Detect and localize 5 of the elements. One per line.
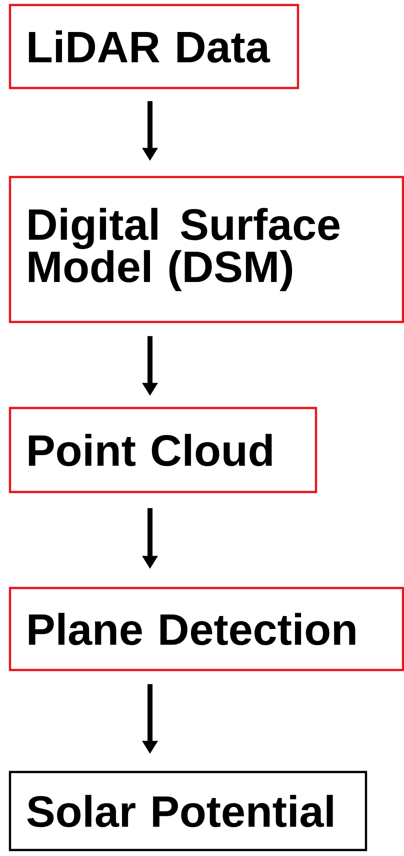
process-box: Solar Potential <box>8 770 368 852</box>
process-box: Plane Detection <box>8 586 404 672</box>
process-box: Digital Surface Model (DSM) <box>8 176 404 324</box>
process-box: Point Cloud <box>8 406 318 494</box>
process-box: LiDAR Data <box>8 4 300 90</box>
